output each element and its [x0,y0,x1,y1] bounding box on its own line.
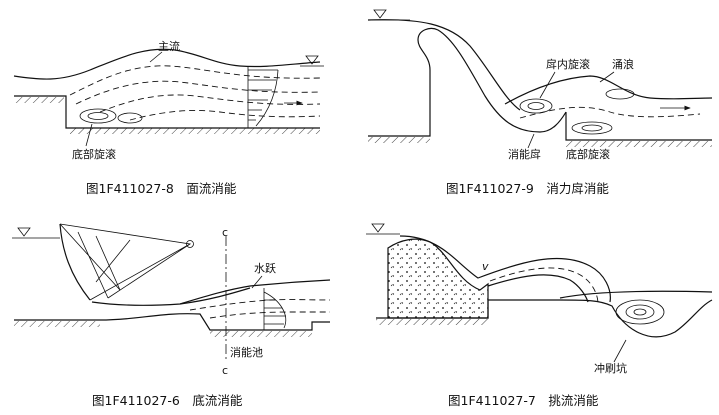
ground-hatch [14,321,100,327]
leader-line [251,275,263,289]
leader-line [149,51,163,63]
caption-ski-bucket: 图1F411027-9 消力戽消能 [446,181,609,196]
leader-line [613,339,627,363]
leader-line [527,133,535,149]
section-label-c-bottom: c [222,364,228,377]
overflow-nappe [367,19,521,111]
label-main-flow: 主流 [158,39,180,53]
leader-line [539,71,556,99]
downstream-bed [565,112,712,141]
ground-hatch [14,97,64,103]
streamline [129,110,321,121]
water-surface [13,48,321,80]
water-level-icon [12,227,60,239]
velocity-profile-arrows [264,299,286,325]
bucket-roller [519,98,553,114]
caption-surface-flow: 图1F411027-8 面流消能 [86,181,237,196]
label-stilling-basin: 消能池 [230,345,263,359]
ground-hatch [210,331,312,337]
bottom-roller [87,112,109,120]
dam-profile [368,27,567,137]
section-label-c-top: c [222,226,228,239]
panel-flip-bucket: v 冲刷坑 图1F411027-7 挑流消能 [366,223,713,408]
gate-face [59,223,91,301]
streamline [209,311,330,319]
surge-roller [605,88,635,100]
ground-hatch [70,128,320,134]
channel-bed [14,313,330,331]
label-bucket: 消能戽 [508,147,541,161]
leader-line [85,123,93,147]
jet-streamline [489,267,599,305]
velocity-profile-envelope [263,291,287,329]
label-scour-pit: 冲刷坑 [594,361,627,375]
gate-truss [59,223,192,301]
bottom-roller [79,108,117,124]
jet-under-gate [91,287,251,306]
scour-roller [615,299,665,325]
panel-surface-flow: 主流 底部旋滚 图1F411027-8 面流消能 [13,39,324,196]
panel-underflow: c c 水跃 消能池 图1F411027-6 底流消能 [12,223,331,408]
caption-flip-bucket: 图1F411027-7 挑流消能 [448,393,599,408]
jump-surface [179,279,331,305]
streamline [75,80,321,105]
water-level-icon [366,223,400,235]
velocity-profile-arrows [248,69,278,121]
streamline [69,65,321,96]
streamline [99,94,321,113]
caption-underflow: 图1F411027-6 底流消能 [92,393,243,408]
streamline [519,106,701,119]
label-bottom-roller: 底部旋滚 [72,147,116,161]
leader-line [599,71,615,83]
bottom-roller [571,121,613,135]
scour-roller [625,304,655,320]
jet-lower [487,274,589,303]
streamline [189,299,331,311]
gate-pivot [186,240,194,248]
bottom-roller [117,112,143,124]
ground-hatch [368,137,430,143]
label-bottom-roller: 底部旋滚 [566,147,610,161]
label-surge: 涌浪 [612,57,634,71]
downstream-water-surface [504,75,713,105]
water-level-icon [300,55,324,67]
ground-hatch [566,141,712,147]
dam-body [387,238,489,319]
tailwater-surface [559,290,713,299]
label-hydraulic-jump: 水跃 [254,261,276,275]
scour-roller [633,308,647,316]
water-level-icon [368,9,410,21]
channel-bed [376,299,713,338]
channel-bed [14,95,320,129]
bucket-roller [527,102,545,110]
jet-upper [399,235,611,303]
label-bucket-roller: 戽内旋滚 [546,57,590,71]
ground-hatch [376,319,488,325]
label-velocity: v [482,260,489,273]
bottom-roller [581,124,603,132]
velocity-profile-envelope [255,69,279,127]
panel-ski-bucket: 戽内旋滚 涌浪 消能戽 底部旋滚 图1F411027-9 消力戽消能 [367,9,713,196]
